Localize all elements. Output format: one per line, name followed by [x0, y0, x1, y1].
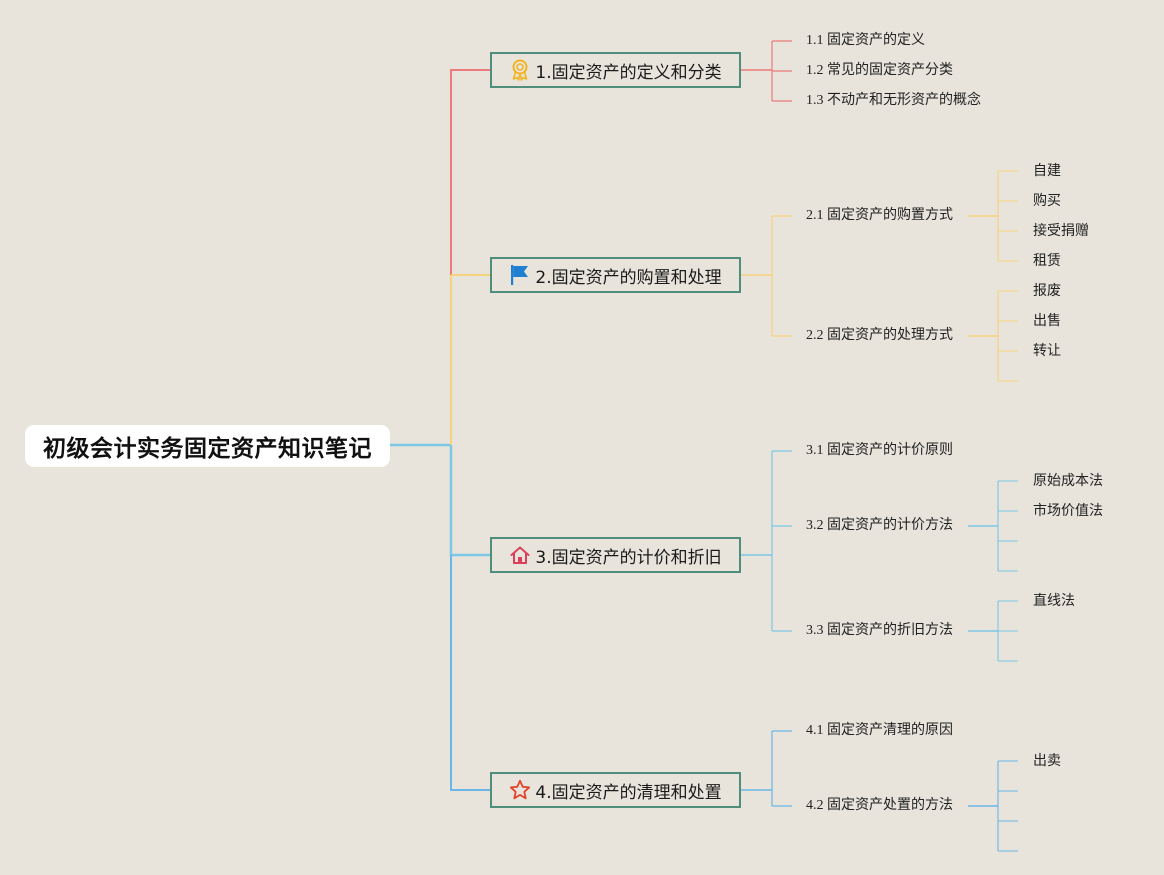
leaf-historical-cost[interactable]: 原始成本法 — [1033, 473, 1103, 489]
award-ribbon-icon — [509, 59, 531, 81]
leaf-scrap[interactable]: 报废 — [1033, 283, 1061, 299]
branch-topic-label: 1.固定资产的定义和分类 — [535, 62, 722, 83]
root-topic-label: 初级会计实务固定资产知识笔记 — [43, 436, 372, 462]
trunk-segment-3 — [449, 445, 490, 557]
subtopic-4-2[interactable]: 4.2 固定资产处置的方法 — [806, 798, 953, 813]
house-icon — [509, 544, 531, 566]
subtopic-4-1[interactable]: 4.1 固定资产清理的原因 — [806, 723, 953, 738]
leaf-donation[interactable]: 接受捐赠 — [1033, 223, 1089, 239]
subtopic-3-1[interactable]: 3.1 固定资产的计价原则 — [806, 443, 953, 458]
trunk-segment-4 — [450, 555, 490, 791]
subtopic-3-3[interactable]: 3.3 固定资产的折旧方法 — [806, 623, 953, 638]
branch-topic-label: 2.固定资产的购置和处理 — [535, 267, 722, 288]
leaf-purchase[interactable]: 购买 — [1033, 193, 1061, 209]
leaf-lease[interactable]: 租赁 — [1033, 253, 1061, 269]
subtopic-2-1[interactable]: 2.1 固定资产的购置方式 — [806, 208, 953, 223]
branch-topic-purchase-disposal[interactable]: 2.固定资产的购置和处理 — [490, 257, 741, 293]
branch-topic-valuation-depreciation[interactable]: 3.固定资产的计价和折旧 — [490, 537, 741, 573]
leaf-transfer[interactable]: 转让 — [1033, 343, 1061, 359]
leaf-self-built[interactable]: 自建 — [1033, 163, 1061, 179]
trunk-segment-1 — [450, 69, 490, 275]
branch-topic-clearing-disposition[interactable]: 4.固定资产的清理和处置 — [490, 772, 741, 808]
branch-topic-definition-classification[interactable]: 1.固定资产的定义和分类 — [490, 52, 741, 88]
subtopic-3-2[interactable]: 3.2 固定资产的计价方法 — [806, 518, 953, 533]
branch-topic-label: 4.固定资产的清理和处置 — [535, 782, 722, 803]
subtopic-2-2[interactable]: 2.2 固定资产的处理方式 — [806, 328, 953, 343]
leaf-sale[interactable]: 出售 — [1033, 313, 1061, 329]
subtopic-1-2[interactable]: 1.2 常见的固定资产分类 — [806, 63, 953, 78]
root-topic[interactable]: 初级会计实务固定资产知识笔记 — [25, 425, 390, 467]
leaf-straight-line[interactable]: 直线法 — [1033, 593, 1075, 609]
star-icon — [509, 779, 531, 801]
leaf-market-value[interactable]: 市场价值法 — [1033, 503, 1103, 519]
leaf-sell[interactable]: 出卖 — [1033, 753, 1061, 769]
branch-topic-label: 3.固定资产的计价和折旧 — [535, 547, 722, 568]
flag-icon — [509, 264, 531, 286]
subtopic-1-3[interactable]: 1.3 不动产和无形资产的概念 — [806, 93, 981, 108]
subtopic-1-1[interactable]: 1.1 固定资产的定义 — [806, 33, 925, 48]
